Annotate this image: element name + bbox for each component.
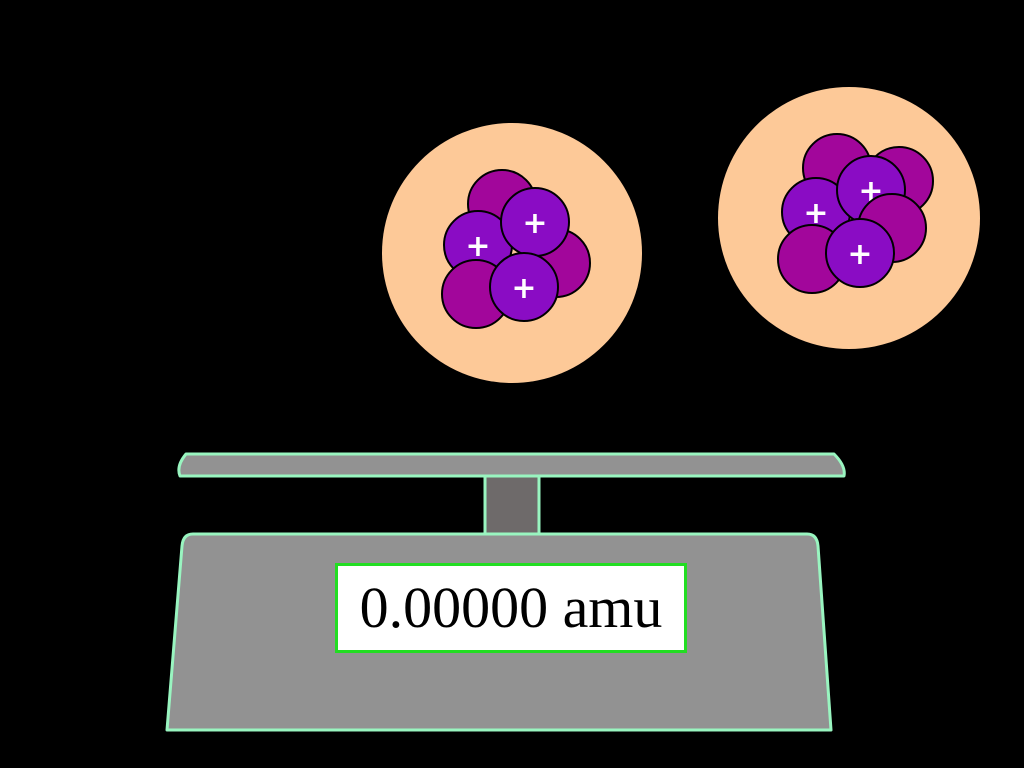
proton-charge-label: + xyxy=(511,271,536,306)
proton-charge-label: + xyxy=(847,237,872,272)
proton-charge-label: + xyxy=(522,206,547,241)
proton-circle xyxy=(825,218,895,288)
proton-circle xyxy=(489,252,559,322)
scale-post xyxy=(483,471,541,539)
scale-readout-display: 0.00000 amu xyxy=(335,563,687,653)
atom-left[interactable]: + + + xyxy=(382,123,642,383)
proton-particle: + xyxy=(500,187,570,257)
scale-platform[interactable] xyxy=(177,452,846,478)
atom-right[interactable]: +++ xyxy=(718,87,980,349)
proton-particle: + xyxy=(489,252,559,322)
proton-charge-label: + xyxy=(465,229,490,264)
proton-particle: + xyxy=(443,210,513,280)
nucleus-right: +++ xyxy=(777,133,934,294)
nucleus-left: + + + xyxy=(441,169,591,329)
scale-readout-text: 0.00000 amu xyxy=(359,575,663,640)
proton-particle: + xyxy=(825,218,895,288)
